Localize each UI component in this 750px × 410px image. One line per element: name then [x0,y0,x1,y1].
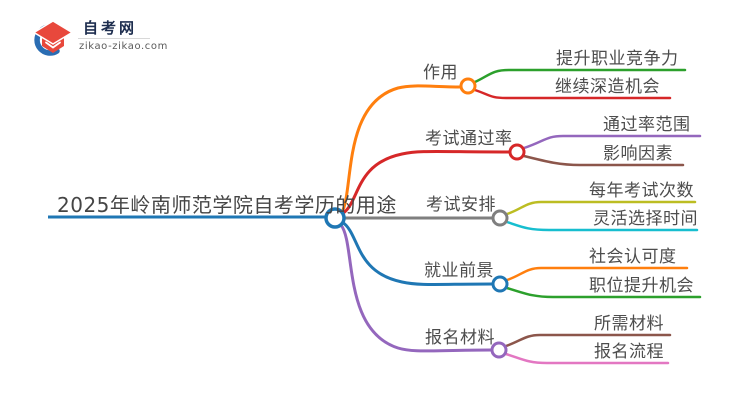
leaf-line-competitiveness [473,68,687,84]
branch-node-materials[interactable] [490,341,508,359]
branch-label-uses[interactable]: 作用 [423,63,458,83]
leaf-label-recognition[interactable]: 社会认可度 [589,247,677,267]
leaf-label-flexible-time[interactable]: 灵活选择时间 [593,209,698,229]
logo-icon[interactable] [32,20,74,56]
leaf-label-exam-times[interactable]: 每年考试次数 [589,181,694,201]
logo-divider [78,38,150,39]
leaf-label-factors[interactable]: 影响因素 [603,144,673,164]
logo-site-url[interactable]: zikao-zikao.com [79,41,168,52]
leaf-line-rate-range [522,134,702,150]
leaf-line-required-materials [504,333,672,348]
leaf-line-promotion [505,286,702,299]
leaf-line-exam-times [505,200,697,216]
root-topic-label[interactable]: 2025年岭南师范学院自考学历的用途 [57,193,397,217]
logo-site-name[interactable]: 自考网 [83,19,138,37]
branch-line-uses [340,84,463,214]
leaf-line-flexible-time [505,220,699,232]
leaf-label-process[interactable]: 报名流程 [594,342,664,362]
branch-node-uses[interactable] [459,77,477,95]
logo-cap-chevron-icon [45,41,61,49]
leaf-label-further-study[interactable]: 继续深造机会 [555,77,660,97]
leaf-line-process [504,352,670,365]
logo-cap-top-icon [32,20,74,45]
branch-line-materials [339,223,494,353]
root-node[interactable] [324,207,346,229]
leaf-label-competitiveness[interactable]: 提升职业竞争力 [556,49,679,69]
branch-line-pass-rate [340,150,512,216]
leaf-line-factors [522,154,685,167]
leaf-label-promotion[interactable]: 职位提升机会 [589,276,694,296]
leaf-line-further-study [473,88,672,100]
branch-label-pass-rate[interactable]: 考试通过率 [425,129,513,149]
branch-label-materials[interactable]: 报名材料 [425,328,495,348]
leaf-line-recognition [505,266,689,282]
branch-line-employment [340,220,495,286]
branch-label-schedule[interactable]: 考试安排 [426,195,496,215]
branch-node-schedule[interactable] [491,209,509,227]
branch-node-employment[interactable] [491,275,509,293]
leaf-label-rate-range[interactable]: 通过率范围 [603,115,691,135]
branch-node-pass-rate[interactable] [508,143,526,161]
leaf-label-required-materials[interactable]: 所需材料 [594,314,664,334]
branch-label-employment[interactable]: 就业前景 [424,261,494,281]
